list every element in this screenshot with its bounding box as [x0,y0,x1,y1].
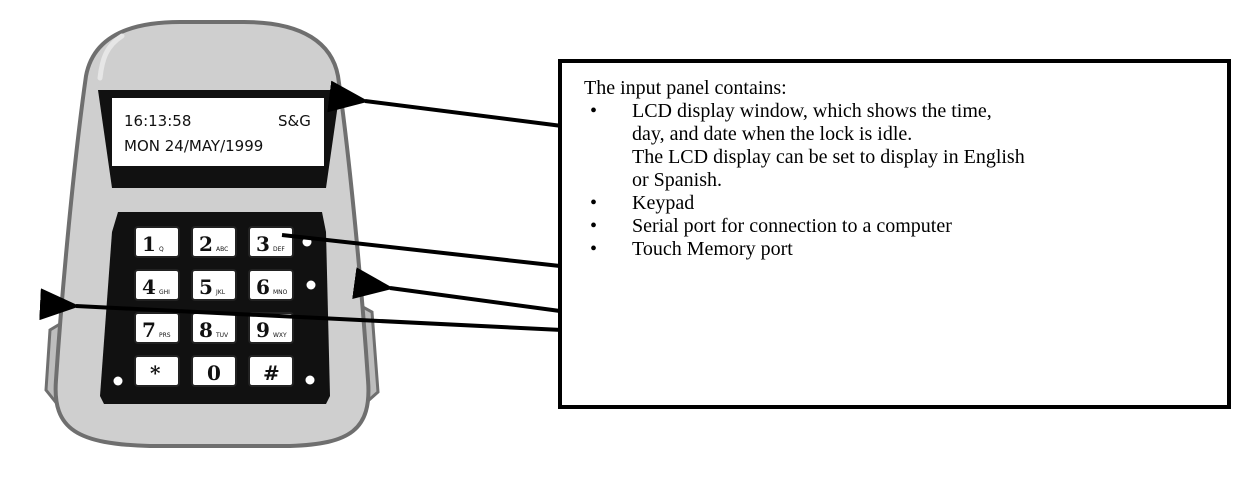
list-item-serial-port-line-1: Serial port for connection to a computer [632,215,952,237]
list-item-serial-port: • Serial port for connection to a comput… [584,215,1213,238]
list-item-lcd-line-4: or Spanish. [632,169,722,191]
list-item-lcd-line-3: The LCD display can be set to display in… [632,146,1025,168]
housing-highlight [97,33,125,81]
list-item-keypad-line-1: Keypad [632,192,695,214]
list-item-lcd: • LCD display window, which shows the ti… [584,100,1213,192]
lcd-time: 16:13:58 [124,112,191,130]
svg-text:ABC: ABC [216,246,228,253]
list-item-touch-memory-port-line-1: Touch Memory port [632,238,793,260]
svg-text:TUV: TUV [215,332,229,339]
lcd-brand: S&G [278,112,311,130]
list-item-lcd-line-1: LCD display window, which shows the time… [632,100,992,122]
key-hash: # [248,355,294,387]
svg-text:Q: Q [159,246,164,253]
key-3: 3 DEF [248,226,294,258]
key-8: 8 TUV [191,312,237,344]
callout-heading: The input panel contains: [584,77,787,99]
svg-text:6: 6 [256,275,270,299]
touch-memory-port-right [305,375,315,385]
svg-text:0: 0 [207,361,221,385]
key-7: 7 PRS [134,312,180,344]
bullet-icon: • [590,238,598,260]
svg-text:PRS: PRS [159,332,171,339]
key-star: * [134,355,180,387]
key-4: 4 GHI [134,269,180,301]
lcd-screen [112,98,324,166]
list-item-lcd-line-2: day, and date when the lock is idle. [632,123,913,145]
key-1: 1 Q [134,226,180,258]
svg-text:9: 9 [256,318,270,342]
lcd-date: MON 24/MAY/1999 [124,137,263,155]
bullet-icon: • [590,100,598,122]
svg-text:*: * [150,361,161,385]
description-callout: The input panel contains: • LCD display … [558,59,1231,409]
touch-memory-port-left [113,376,123,386]
arrow-to-touch-memory-port [39,288,563,332]
list-item-keypad: • Keypad [584,192,1213,215]
svg-text:3: 3 [256,232,270,256]
arrow-to-housing [327,80,563,128]
svg-text:DEF: DEF [273,246,285,253]
bullet-icon: • [590,215,598,237]
svg-text:7: 7 [142,318,156,342]
serial-port-bottom [306,280,316,290]
key-2: 2 ABC [191,226,237,258]
bullet-icon: • [590,192,598,214]
svg-text:GHI: GHI [159,289,170,296]
svg-text:JKL: JKL [215,289,226,296]
svg-text:MNO: MNO [273,289,288,296]
list-item-touch-memory-port: • Touch Memory port [584,238,1213,261]
key-9: 9 WXY [248,312,294,344]
key-0: 0 [191,355,237,387]
component-list: • LCD display window, which shows the ti… [584,100,1213,261]
svg-text:4: 4 [142,275,156,299]
svg-text:2: 2 [199,232,213,256]
arrow-to-keypad [281,233,561,268]
arrow-to-serial-port [352,267,561,313]
svg-text:8: 8 [199,318,213,342]
svg-text:1: 1 [142,232,156,256]
svg-text:#: # [263,361,280,385]
key-5: 5 JKL [191,269,237,301]
svg-text:WXY: WXY [273,332,287,339]
svg-text:5: 5 [199,275,213,299]
key-6: 6 MNO [248,269,294,301]
